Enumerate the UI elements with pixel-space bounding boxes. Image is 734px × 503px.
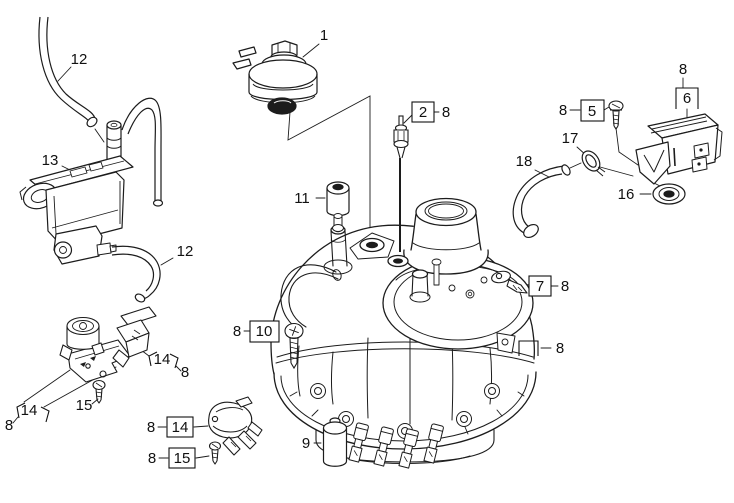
screw-part15-bottom <box>208 441 222 465</box>
callout-labels: 1 2 8 8 5 8 6 17 18 16 7 8 8 8 10 11 12 … <box>5 27 699 469</box>
callout-marks-14-mid <box>148 351 179 369</box>
callout-8-of-2: 8 <box>442 104 450 121</box>
screw-part5 <box>608 100 624 130</box>
sensor-assembly-part14 <box>59 306 157 404</box>
electrode-part2 <box>393 115 409 252</box>
callout-12-top: 12 <box>71 51 88 68</box>
callout-14-mid: 14 <box>154 351 171 368</box>
callout-marks-14-corner <box>16 402 50 423</box>
callout-14-corner: 14 <box>21 402 38 419</box>
callout-9: 9 <box>302 435 310 452</box>
callout-12-lower: 12 <box>177 243 194 260</box>
callout-7: 7 <box>536 278 544 295</box>
boiler-tank <box>270 197 537 469</box>
valve-assembly-part13 <box>19 97 164 265</box>
callout-bracket-8-lug <box>518 340 539 356</box>
cylinder-part9 <box>322 417 348 467</box>
callout-8-of-6: 8 <box>679 61 687 78</box>
callout-6: 6 <box>683 90 691 107</box>
callout-13: 13 <box>42 152 59 169</box>
callout-10: 10 <box>256 323 273 340</box>
callout-14-box: 14 <box>172 419 189 436</box>
callout-8-lug: 8 <box>556 340 564 357</box>
callout-bracket-6 <box>675 87 699 109</box>
callout-box-15 <box>168 447 196 469</box>
callout-1: 1 <box>320 27 328 44</box>
callout-17: 17 <box>562 130 579 147</box>
hose-clamp-part17 <box>581 150 606 177</box>
callout-box-7 <box>528 275 552 297</box>
callout-8-of-14box: 8 <box>147 419 155 436</box>
screw-part10 <box>284 322 304 370</box>
callout-8-of-15box: 8 <box>148 450 156 467</box>
callout-16: 16 <box>618 186 635 203</box>
heater-terminals <box>348 422 444 469</box>
solenoid-valve-part6 <box>635 113 723 185</box>
pressure-switch-part1 <box>232 40 318 115</box>
grommet-part16 <box>652 183 686 205</box>
hose-part12-top <box>38 16 98 128</box>
callout-8-of-10: 8 <box>233 323 241 340</box>
callout-8-of-14mid: 8 <box>181 364 189 381</box>
hose-part18 <box>512 164 571 239</box>
callout-box-2 <box>411 101 435 123</box>
callout-15-left: 15 <box>76 397 93 414</box>
screw-part15-left <box>92 379 106 404</box>
callout-box-5 <box>580 99 605 122</box>
hose-part12-lower <box>111 245 161 303</box>
callout-2: 2 <box>419 104 427 121</box>
callout-8-of-5: 8 <box>559 102 567 119</box>
callout-5: 5 <box>588 103 596 120</box>
hose-right-of-part13 <box>121 97 164 207</box>
callout-box-10 <box>249 320 280 343</box>
callout-8-of-14corner: 8 <box>5 417 13 434</box>
callout-11: 11 <box>294 190 310 207</box>
thermostat-part14 <box>208 396 263 465</box>
callout-box-14 <box>166 416 194 438</box>
cylinder-part11 <box>326 181 350 232</box>
callout-8-of-7: 8 <box>561 278 569 295</box>
callout-15-box: 15 <box>174 450 191 467</box>
callout-18: 18 <box>516 153 533 170</box>
bracket-part7 <box>491 270 528 294</box>
